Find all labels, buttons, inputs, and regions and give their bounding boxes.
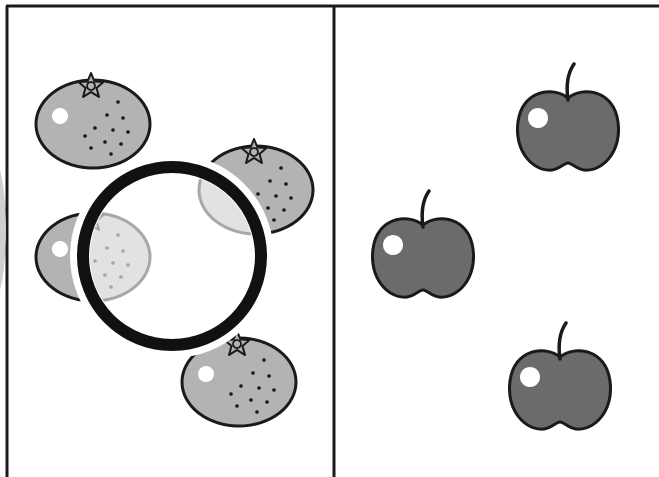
circle-ring-icon bbox=[80, 164, 264, 348]
